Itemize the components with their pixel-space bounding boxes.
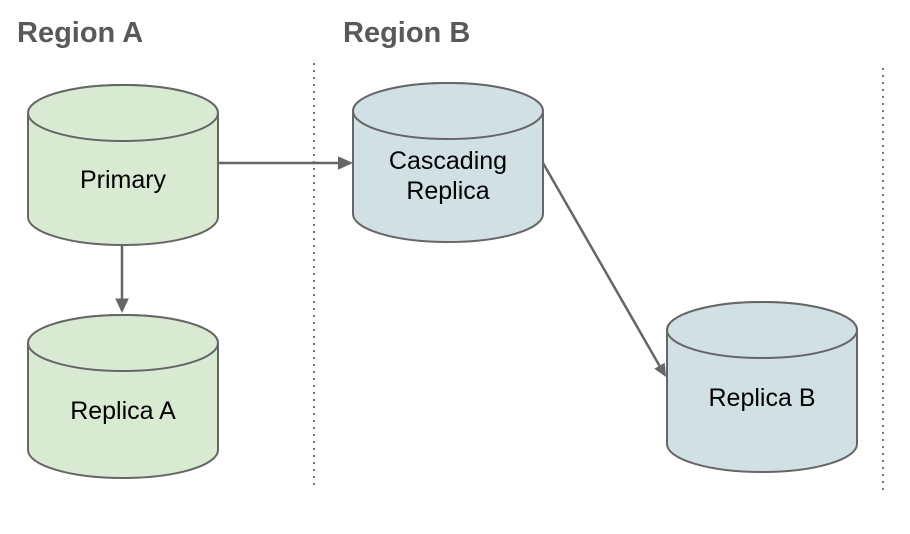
database-cylinder-lid bbox=[27, 314, 219, 372]
node-cascading-replica-label-line2: Replica bbox=[406, 177, 489, 205]
arrowhead-east-icon bbox=[338, 156, 353, 170]
database-cylinder-lid bbox=[666, 301, 858, 359]
arrowhead-south-icon bbox=[115, 298, 129, 313]
arrowhead-southeast-icon bbox=[654, 362, 666, 377]
node-replica-a: Replica A bbox=[27, 314, 219, 479]
region-b-title: Region B bbox=[343, 17, 470, 49]
node-primary-label: Primary bbox=[80, 166, 167, 194]
edge-line bbox=[541, 162, 661, 367]
database-cylinder-lid bbox=[27, 84, 219, 142]
node-cascading-replica-label-line1: Cascading bbox=[389, 147, 507, 175]
edge-primary-to-cascading-replica bbox=[218, 156, 353, 170]
node-cascading-replica: Cascading Replica bbox=[352, 82, 544, 243]
edge-cascading-replica-to-replica-b bbox=[541, 162, 666, 377]
edge-primary-to-replica-a bbox=[115, 246, 129, 313]
node-replica-a-label: Replica A bbox=[70, 397, 176, 425]
database-cylinder-lid bbox=[352, 82, 544, 140]
region-a-title: Region A bbox=[17, 17, 143, 49]
node-primary: Primary bbox=[27, 84, 219, 246]
node-replica-b-label: Replica B bbox=[709, 384, 816, 412]
node-replica-b: Replica B bbox=[666, 301, 858, 473]
